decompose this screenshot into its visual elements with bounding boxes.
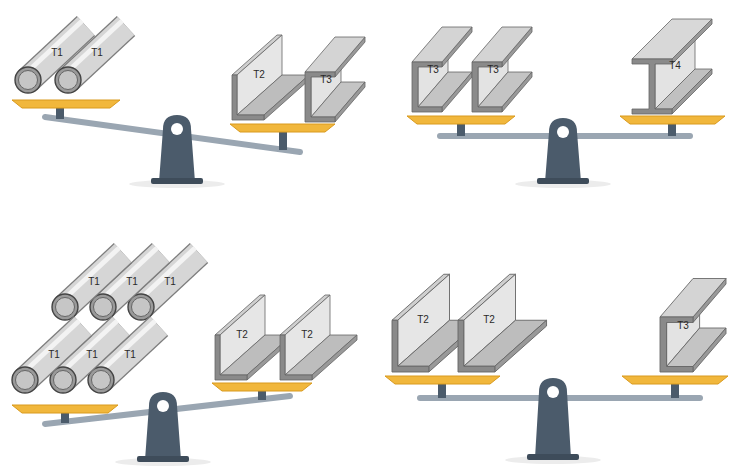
scale-2 bbox=[407, 19, 725, 188]
scale-4 bbox=[385, 274, 728, 464]
part-label: T3 bbox=[320, 75, 332, 85]
part-label: T1 bbox=[48, 350, 60, 360]
part-label: T1 bbox=[126, 277, 138, 287]
part-label: T1 bbox=[88, 277, 100, 287]
part-label: T1 bbox=[91, 48, 103, 58]
part-label: T2 bbox=[301, 330, 313, 340]
part-label: T2 bbox=[236, 330, 248, 340]
part-label: T1 bbox=[124, 350, 136, 360]
part-label: T3 bbox=[487, 65, 499, 75]
part-label: T3 bbox=[427, 65, 439, 75]
part-label: T3 bbox=[677, 321, 689, 331]
part-label: T1 bbox=[164, 277, 176, 287]
part-label: T1 bbox=[51, 48, 63, 58]
part-label: T2 bbox=[417, 315, 429, 325]
part-label: T1 bbox=[86, 350, 98, 360]
part-label: T2 bbox=[253, 70, 265, 80]
part-label: T2 bbox=[483, 315, 495, 325]
scale-1 bbox=[12, 21, 365, 188]
part-label: T4 bbox=[669, 61, 681, 71]
scale-3 bbox=[12, 248, 357, 466]
